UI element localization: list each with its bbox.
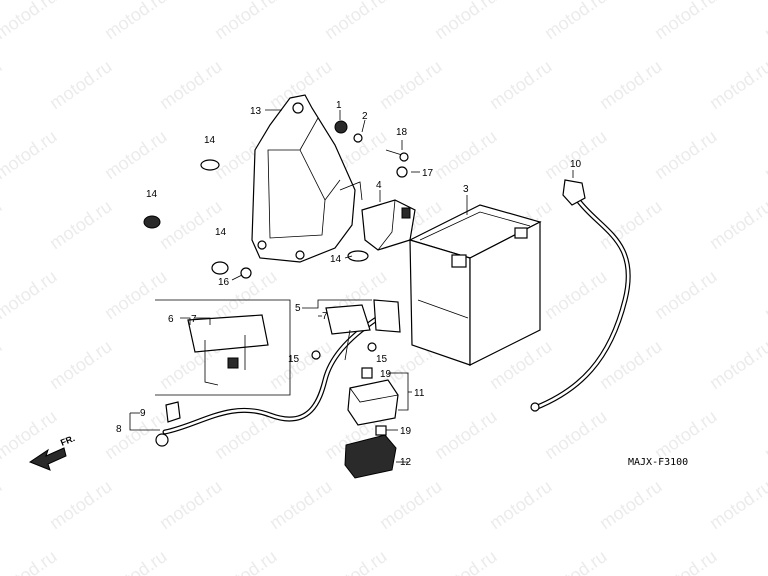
- watermark-text: motod.ru: [706, 196, 768, 253]
- watermark-text: motod.ru: [706, 56, 768, 113]
- watermark-text: motod.ru: [486, 476, 556, 533]
- callout-15-a: 15: [288, 354, 300, 365]
- watermark-text: motod.ru: [0, 0, 60, 43]
- callout-13: 13: [250, 106, 262, 117]
- watermark-text: motod.ru: [376, 56, 446, 113]
- callout-19-b: 19: [400, 426, 412, 437]
- watermark-text: motod.ru: [431, 406, 501, 463]
- callout-7-left: 7: [191, 314, 197, 325]
- callout-17: 17: [422, 168, 434, 179]
- watermark-text: motod.ru: [541, 546, 611, 576]
- watermark-text: motod.ru: [46, 476, 116, 533]
- watermark-text: motod.ru: [266, 476, 336, 533]
- watermark-text: motod.ru: [156, 476, 226, 533]
- watermark-text: motod.ru: [761, 266, 768, 323]
- holder-part-4: [361, 199, 416, 251]
- watermark-text: motod.ru: [761, 546, 768, 576]
- watermark-text: motod.ru: [101, 546, 171, 576]
- watermark-text: motod.ru: [761, 126, 768, 183]
- callout-19-a: 19: [380, 369, 392, 380]
- callout-12: 12: [400, 457, 412, 468]
- callout-3: 3: [463, 184, 469, 195]
- callout-14-c: 14: [215, 227, 227, 238]
- callout-labels: 1 2 3 4 5 6 7 7 8 9 10 11 12 13 14 14 14…: [116, 100, 582, 468]
- battery-box-part-13: [251, 94, 363, 263]
- front-arrow-icon: [28, 447, 67, 471]
- callout-14-a: 14: [204, 135, 216, 146]
- watermark-text: motod.ru: [101, 266, 171, 323]
- watermark-text: motod.ru: [101, 0, 171, 43]
- watermark-text: motod.ru: [541, 406, 611, 463]
- callout-15-b: 15: [376, 354, 388, 365]
- watermark-text: motod.ru: [321, 0, 391, 43]
- watermark-text: motod.ru: [706, 336, 768, 393]
- cable-part-8: [155, 315, 381, 447]
- watermark-text: motod.ru: [706, 476, 768, 533]
- watermark-text: motod.ru: [0, 56, 5, 113]
- watermark-text: motod.ru: [211, 546, 281, 576]
- watermark-text: motod.ru: [376, 476, 446, 533]
- watermark-text: motod.ru: [156, 196, 226, 253]
- watermark-text: motod.ru: [431, 126, 501, 183]
- callout-16: 16: [218, 277, 230, 288]
- front-label: FR.: [59, 433, 76, 448]
- watermark-text: motod.ru: [0, 476, 5, 533]
- relay-part-11: [347, 367, 399, 426]
- callout-6: 6: [168, 314, 174, 325]
- watermark-text: motod.ru: [651, 406, 721, 463]
- watermark-text: motod.ru: [431, 0, 501, 43]
- watermark-text: motod.ru: [46, 336, 116, 393]
- watermark-text: motod.ru: [596, 56, 666, 113]
- bracket-part-7-right: [325, 299, 401, 361]
- watermark-text: motod.ru: [761, 406, 768, 463]
- watermark-text: motod.ru: [541, 266, 611, 323]
- watermark-text: motod.ru: [651, 0, 721, 43]
- watermark-text: motod.ru: [541, 0, 611, 43]
- watermark-text: motod.ru: [0, 126, 60, 183]
- callout-10: 10: [570, 159, 582, 170]
- watermark-text: motod.ru: [651, 126, 721, 183]
- watermark-text: motod.ru: [0, 336, 5, 393]
- fasteners: [143, 120, 409, 360]
- bracket-part-6: [187, 314, 269, 386]
- watermark-text: motod.ru: [0, 266, 60, 323]
- watermark-text: motod.ru: [0, 196, 5, 253]
- watermark-text: motod.ru: [651, 546, 721, 576]
- watermark-text: motod.ru: [0, 546, 60, 576]
- watermark-text: motod.ru: [486, 56, 556, 113]
- watermark-text: motod.ru: [596, 476, 666, 533]
- cable-part-10: [530, 179, 631, 412]
- watermark-text: motod.ru: [651, 266, 721, 323]
- callout-4: 4: [376, 180, 382, 191]
- callout-11: 11: [414, 388, 425, 399]
- callout-2: 2: [362, 111, 368, 122]
- watermark-text: motod.ru: [541, 126, 611, 183]
- callout-14-b: 14: [146, 189, 158, 200]
- diagram-code: MAJX-F3100: [628, 457, 688, 468]
- callout-1: 1: [336, 100, 342, 111]
- watermark-text: motod.ru: [761, 0, 768, 43]
- watermark-text: motod.ru: [321, 546, 391, 576]
- callout-18: 18: [396, 127, 408, 138]
- callout-8: 8: [116, 424, 122, 435]
- leader-lines: [129, 109, 574, 463]
- watermark-text: motod.ru: [156, 56, 226, 113]
- callout-9: 9: [140, 408, 146, 419]
- callout-14-d: 14: [330, 254, 342, 265]
- callout-5: 5: [295, 303, 301, 314]
- battery-part-3: [408, 204, 542, 366]
- watermark-text: motod.ru: [46, 196, 116, 253]
- watermark-text: motod.ru: [211, 0, 281, 43]
- watermark-text: motod.ru: [596, 196, 666, 253]
- watermark-text: motod.ru: [101, 126, 171, 183]
- relay-cover-part-12: [344, 425, 397, 479]
- watermark-text: motod.ru: [46, 56, 116, 113]
- callout-7-right: 7: [322, 311, 328, 322]
- watermark-text: motod.ru: [431, 546, 501, 576]
